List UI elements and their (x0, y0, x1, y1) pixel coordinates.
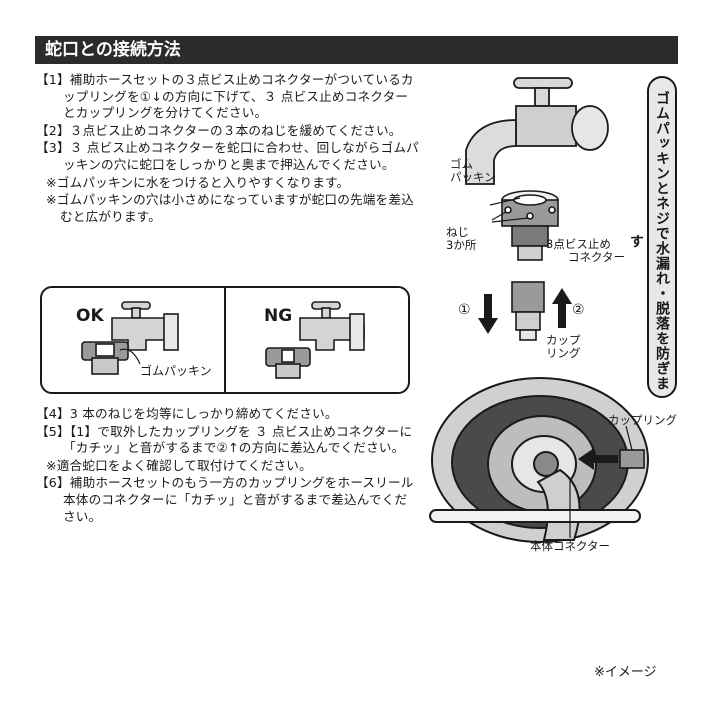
section-title: 蛇口との接続方法 (35, 36, 678, 64)
instruction-steps-top: 【1】補助ホースセットの３点ビス止めコネクターがついているカップリングを①↓の方… (36, 72, 420, 226)
ok-label: OK (76, 306, 104, 326)
step-4: 【4】3 本のねじを均等にしっかり締めてください。 (36, 406, 338, 421)
ng-packing-icon (265, 347, 311, 379)
step-6: 【6】補助ホースセットのもう一方のカップリングをホースリール本体のコネクターに「… (36, 475, 414, 524)
note-faucet-check: ※適合蛇口をよく確認して取付けてください。 (46, 457, 312, 473)
instruction-steps-bottom: 【4】3 本のねじを均等にしっかり締めてください。 【5】【1】で取外したカップ… (36, 406, 420, 526)
arrow-down-icon (478, 294, 498, 334)
ok-ng-illustration (81, 288, 365, 392)
sidebar-text: ゴムパッキンとネジで水漏れ・脱落を防ぎます (628, 91, 670, 391)
step-1: 【1】補助ホースセットの３点ビス止めコネクターがついているカップリングを①↓の方… (36, 72, 414, 121)
note-hole: ※ゴムパッキンの穴は小さめになっていますが蛇口の先端を差込むと広がります。 (46, 192, 414, 224)
ok-packing-icon (81, 341, 129, 375)
right-coupling-icon (619, 449, 645, 469)
arrow-left-icon (578, 448, 618, 470)
rubber-packing-label: ゴム パッキン (450, 157, 496, 184)
screw-label: ねじ 3か所 (446, 225, 477, 252)
step-3: 【3】３ 点ビス止めコネクターを蛇口に合わせ、回しながらゴムパッキンの穴に蛇口を… (36, 140, 419, 172)
arrow-2-label: ② (572, 302, 585, 318)
ok-ng-comparison: OK NG ゴムパッキン (40, 286, 410, 394)
ng-faucet-icon (299, 301, 365, 351)
connector-label: 3点ビス止め コネクター (546, 237, 626, 264)
ng-label: NG (264, 306, 293, 326)
arrow-up-icon (552, 288, 572, 328)
body-connector-label: 本体コネクター (530, 539, 611, 553)
coupling-right-label: カップリング (608, 413, 677, 427)
connection-diagram (429, 77, 649, 543)
ok-faucet-icon (111, 301, 179, 351)
image-note: ※イメージ (594, 665, 657, 680)
three-screw-connector-icon (501, 190, 559, 261)
step-2: 【2】３点ビス止めコネクターの３本のねじを緩めてください。 (36, 122, 402, 138)
step-5: 【5】【1】で取外したカップリングを ３ 点ビス止めコネクターに「カチッ」と音が… (36, 423, 413, 456)
faucet-icon (465, 77, 609, 185)
sidebar-callout: ゴムパッキンとネジで水漏れ・脱落を防ぎます (628, 76, 677, 398)
packing-label: ゴムパッキン (140, 364, 212, 378)
hose-reel-icon (429, 377, 649, 543)
arrow-1-label: ① (458, 302, 471, 318)
coupling-label: カップ リング (546, 333, 581, 360)
coupling-icon (511, 281, 545, 341)
note-water: ※ゴムパッキンに水をつけると入りやすくなります。 (46, 174, 350, 190)
